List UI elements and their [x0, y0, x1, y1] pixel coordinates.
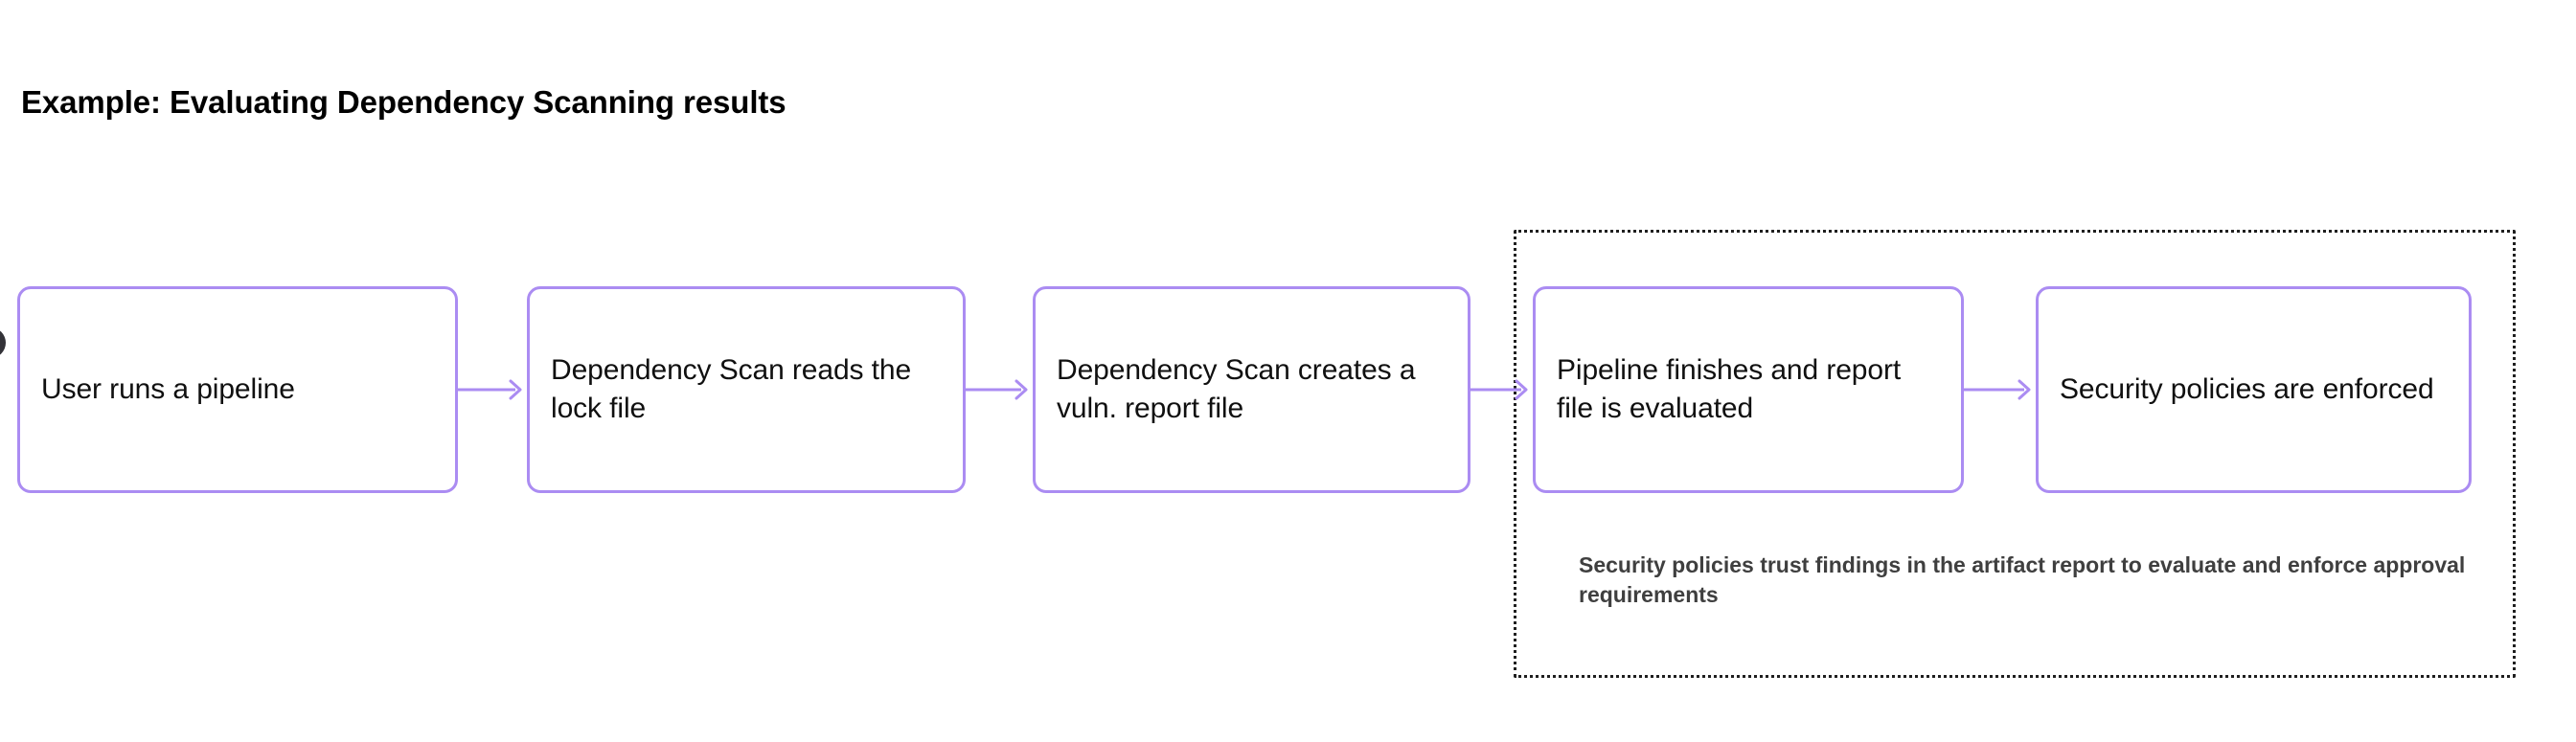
flow-node-dependency-scan-reads-the-lock-file[interactable]: Dependency Scan reads the lock file — [527, 286, 966, 493]
arrow-icon-n0-to-n1 — [458, 379, 522, 400]
arrow-icon-n3-to-n4 — [1964, 379, 2031, 400]
flow-node-user-runs-a-pipeline[interactable]: User runs a pipeline — [17, 286, 458, 493]
flow-node-label: Pipeline finishes and report file is eva… — [1557, 354, 1902, 424]
arrow-icon-n2-to-n3 — [1470, 379, 1528, 400]
flow-node-label: Dependency Scan reads the lock file — [551, 354, 912, 424]
flow-node-label: Security policies are enforced — [2060, 373, 2434, 406]
flow-node-dependency-scan-creates-a-vuln-report-file[interactable]: Dependency Scan creates a vuln. report f… — [1033, 286, 1470, 493]
security-policy-group — [1514, 230, 2516, 678]
security-policy-group-caption: Security policies trust findings in the … — [1579, 552, 2466, 608]
flow-node-pipeline-finishes-and-report-file-is-evaluated[interactable]: Pipeline finishes and report file is eva… — [1533, 286, 1964, 493]
flow-node-label: Dependency Scan creates a vuln. report f… — [1057, 354, 1416, 424]
page-title: Example: Evaluating Dependency Scanning … — [21, 84, 786, 120]
flow-node-label: User runs a pipeline — [41, 373, 295, 406]
clipped-offscreen-node — [0, 327, 6, 358]
arrow-icon-n1-to-n2 — [966, 379, 1028, 400]
flow-node-security-policies-are-enforced[interactable]: Security policies are enforced — [2036, 286, 2472, 493]
